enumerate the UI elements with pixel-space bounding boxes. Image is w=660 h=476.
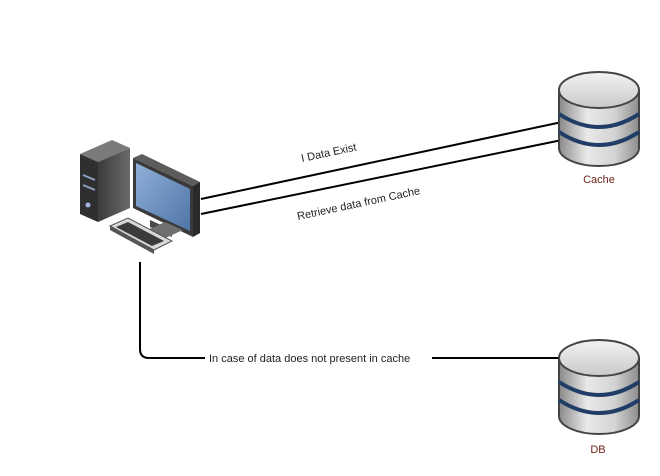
desktop-computer-icon [80,140,200,254]
monitor-icon [133,154,200,240]
tower-icon [80,140,130,222]
keyboard-icon [108,217,174,254]
cache-node: Cache [557,71,641,186]
edge-label-bg-fallback [205,350,432,365]
edge-label-fallback: In case of data does not present in cach… [209,353,410,365]
edge-data-exist [200,121,563,200]
edge-line-fallback [139,262,596,359]
cache-label: Cache [583,174,615,186]
database-cylinder-icon [557,71,641,167]
edge-retrieve [200,139,563,215]
db-label: DB [590,444,605,456]
db-node: DB [557,339,641,456]
database-cylinder-icon [557,339,641,435]
edge-fallback [139,262,596,365]
client-node [80,140,200,254]
edge-line-data-exist [200,121,563,200]
edge-label-data-exist: I Data Exist [300,142,358,165]
edge-line-retrieve [200,139,563,215]
